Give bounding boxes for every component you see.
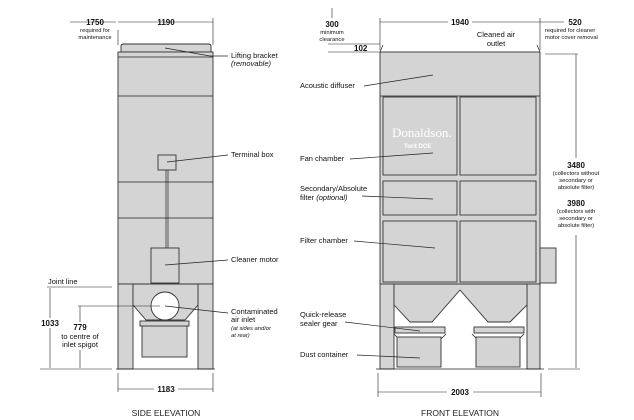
dim-note: to centre of (61, 332, 99, 341)
dim-side-base-width: 1183 (157, 385, 175, 394)
dim-note: absolute filter) (558, 185, 594, 191)
dim-min-clearance: 300 (325, 20, 339, 29)
label-cleaner-motor: Cleaner motor (231, 255, 279, 264)
dim-note: required for cleaner (545, 28, 595, 34)
label-filter: filter (300, 193, 315, 202)
filter-chamber-door-left (382, 220, 458, 283)
dim-side-top-width: 1190 (157, 18, 175, 27)
dim-note: required for (80, 28, 110, 34)
model-logo: Torit DCE (404, 144, 431, 150)
dim-note: absolute filter) (558, 223, 594, 229)
dim-note: motor cover removal (545, 35, 598, 41)
dust-container-right (475, 336, 521, 368)
side-leg-right (197, 283, 214, 370)
label-note: (at sides and/or (231, 326, 272, 332)
label-acoustic-diffuser: Acoustic diffuser (300, 81, 355, 90)
label-filter-chamber: Filter chamber (300, 236, 348, 245)
dim-side-height: 1033 (41, 319, 59, 328)
caption-front-elevation: FRONT ELEVATION (421, 408, 499, 418)
dim-note: minimum (320, 30, 344, 36)
label-contaminated-air-inlet: Contaminated (231, 307, 278, 316)
label-inlet-line2: air inlet (231, 315, 256, 324)
front-hopper (393, 283, 528, 323)
dim-note: secondary or (559, 178, 593, 184)
label-lifting-bracket: Lifting bracket (231, 51, 279, 60)
dim-note: (collectors with (557, 209, 595, 215)
label-sealer-gear: Quick-release (300, 310, 346, 319)
front-leg-right (526, 283, 541, 370)
front-elevation: Donaldson. Torit DCE 1940 520 required f… (300, 8, 600, 418)
side-motor-box (539, 247, 557, 284)
label-secondary-line2: filter (optional) (300, 193, 348, 202)
dim-height-with-secondary: 3980 (567, 199, 585, 208)
dim-note: maintenance (78, 35, 111, 41)
label-secondary-filter: Secondary/Absolute (300, 184, 367, 193)
dim-note: clearance (319, 37, 344, 43)
cleaner-motor (150, 247, 180, 284)
dim-height-without-secondary: 3480 (567, 161, 585, 170)
label-terminal-box: Terminal box (231, 150, 274, 159)
label-fan-chamber: Fan chamber (300, 154, 345, 163)
dim-outlet-height: 102 (354, 44, 368, 53)
dim-side-clearance: 520 (568, 18, 582, 27)
dim-front-top-width: 1940 (451, 18, 469, 27)
filter-chamber-door-right (459, 220, 537, 283)
label-note: at rear) (231, 333, 250, 339)
sealer-gear-right (473, 326, 525, 334)
caption-side-elevation: SIDE ELEVATION (132, 408, 201, 418)
dim-front-base-width: 2003 (451, 388, 469, 397)
brand-logo: Donaldson. (392, 125, 452, 140)
terminal-box (157, 154, 177, 171)
side-leg-left (117, 283, 134, 370)
fan-chamber-door-left (382, 96, 458, 176)
dim-label-backing (40, 318, 60, 328)
sealer-gear-left (394, 326, 446, 334)
label-note: (removable) (231, 59, 272, 68)
side-elevation: 1190 1750 required for maintenance Lifti… (40, 18, 279, 418)
side-dust-container (141, 324, 188, 358)
dim-inlet-height: 779 (73, 323, 87, 332)
dim-maintenance-clearance: 1750 (86, 18, 104, 27)
dim-note: (collectors without (553, 171, 600, 177)
fan-chamber-door-right (459, 96, 537, 176)
dust-container-left (396, 336, 442, 368)
dim-note: inlet spigot (62, 340, 99, 349)
secondary-filter-door-right (459, 180, 537, 216)
label-cleaned-air-outlet: Cleaned air (477, 30, 516, 39)
secondary-filter-door-left (382, 180, 458, 216)
label-note: (optional) (316, 193, 348, 202)
label-joint-line: Joint line (48, 277, 78, 286)
label-outlet-line2: outlet (487, 39, 506, 48)
label-sealer-line2: sealer gear (300, 319, 338, 328)
dim-note: secondary or (559, 216, 593, 222)
label-dust-container: Dust container (300, 350, 349, 359)
